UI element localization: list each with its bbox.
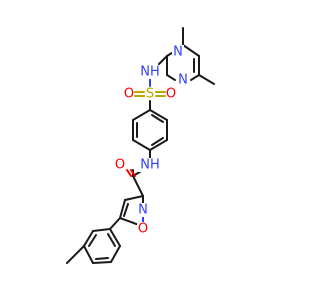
bond-tolyl-double-1	[88, 234, 97, 247]
bond-c-o-1	[126, 169, 132, 177]
bond-tolyl-d	[92, 261, 112, 264]
bond-phenyl-f	[149, 109, 168, 121]
label-bg-n3	[177, 73, 189, 87]
bond-phenyl-double-2	[151, 137, 164, 146]
label-bg-n-isoxazole	[137, 203, 149, 217]
bond-lines	[66, 27, 215, 264]
bond-c-o-2	[130, 169, 136, 177]
bond-phenyl-d	[149, 139, 168, 151]
bond-phenyl-c	[132, 139, 151, 151]
bond-phenyl-double-3	[151, 114, 164, 123]
bond-carbonyl-isoxazole	[132, 175, 144, 197]
atom-labels: N N NH S O O NH O N O	[115, 45, 189, 237]
atom-nh-amide: NH	[140, 158, 160, 173]
label-bg-nh-amide	[138, 158, 162, 172]
atom-nh-sulfonamide: NH	[140, 65, 160, 80]
bond-isox-a	[124, 195, 144, 201]
label-bg-n1	[172, 45, 184, 59]
bond-ring-c	[190, 74, 200, 81]
bond-isox-tolyl	[109, 217, 121, 230]
bond-ring-d	[166, 74, 176, 81]
atom-n-pyrimidine-3: N	[178, 73, 188, 88]
label-bg-o-isoxazole	[137, 222, 149, 236]
bond-methyl-right	[198, 74, 215, 85]
atom-o-sulfonyl-left: O	[124, 87, 134, 102]
atom-o-carbonyl: O	[115, 158, 125, 173]
bond-tolyl-b	[83, 230, 94, 247]
bond-tolyl-e	[110, 245, 121, 263]
bond-to-nh	[158, 55, 168, 65]
atom-o-sulfonyl-right: O	[166, 87, 176, 102]
atom-n-isoxazole: N	[138, 203, 148, 218]
bond-isox-double	[123, 203, 129, 217]
atom-n-pyrimidine-1: N	[173, 45, 183, 60]
bond-tolyl-a	[92, 228, 111, 232]
bond-tolyl-methyl	[66, 245, 85, 264]
bond-tolyl-c	[83, 245, 94, 264]
label-bg-nh-sulfonamide	[138, 65, 162, 79]
bond-tolyl-f	[109, 228, 121, 247]
atom-o-isoxazole: O	[138, 222, 148, 237]
atom-s-sulfonyl: S	[146, 87, 154, 102]
bond-ring-a	[182, 44, 200, 57]
bond-phenyl-a	[132, 109, 151, 121]
bond-isox-c	[119, 217, 140, 226]
bond-tolyl-double-3	[107, 233, 116, 247]
structure-diagram: N N NH S O O NH O N O	[66, 27, 215, 264]
bond-isox-b	[119, 199, 126, 219]
bond-tolyl-double-2	[95, 257, 109, 260]
